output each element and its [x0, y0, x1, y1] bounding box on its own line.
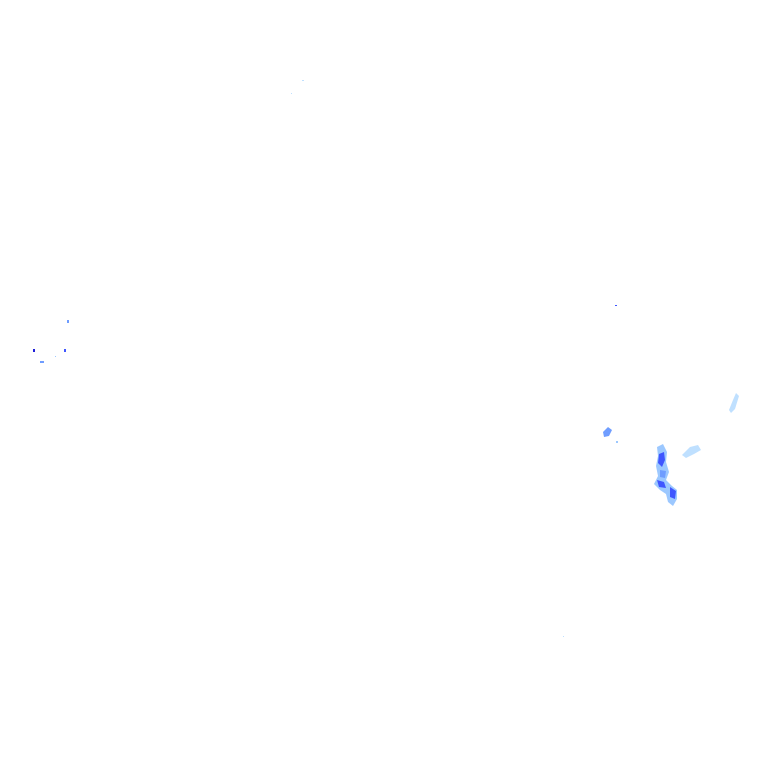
radar-echo-cell-core	[657, 480, 666, 488]
radar-echo-speck	[33, 349, 35, 352]
radar-echo-cell-core	[670, 487, 676, 499]
radar-echo-speck	[55, 356, 56, 357]
radar-echo-blob	[682, 445, 701, 458]
radar-echo-speck	[616, 441, 618, 443]
radar-echo-speck	[563, 636, 564, 637]
radar-echo-speck	[64, 349, 66, 352]
radar-echo-streak	[729, 393, 739, 413]
radar-echo-speck	[302, 80, 304, 81]
radar-echo-speck	[291, 93, 292, 94]
radar-echo-speck	[40, 361, 44, 363]
radar-echo-blob	[603, 427, 612, 437]
radar-echo-cell-core	[658, 452, 665, 467]
radar-echo-speck	[615, 305, 617, 306]
radar-echo-cell-core	[660, 470, 666, 478]
radar-echo-speck	[67, 320, 69, 323]
